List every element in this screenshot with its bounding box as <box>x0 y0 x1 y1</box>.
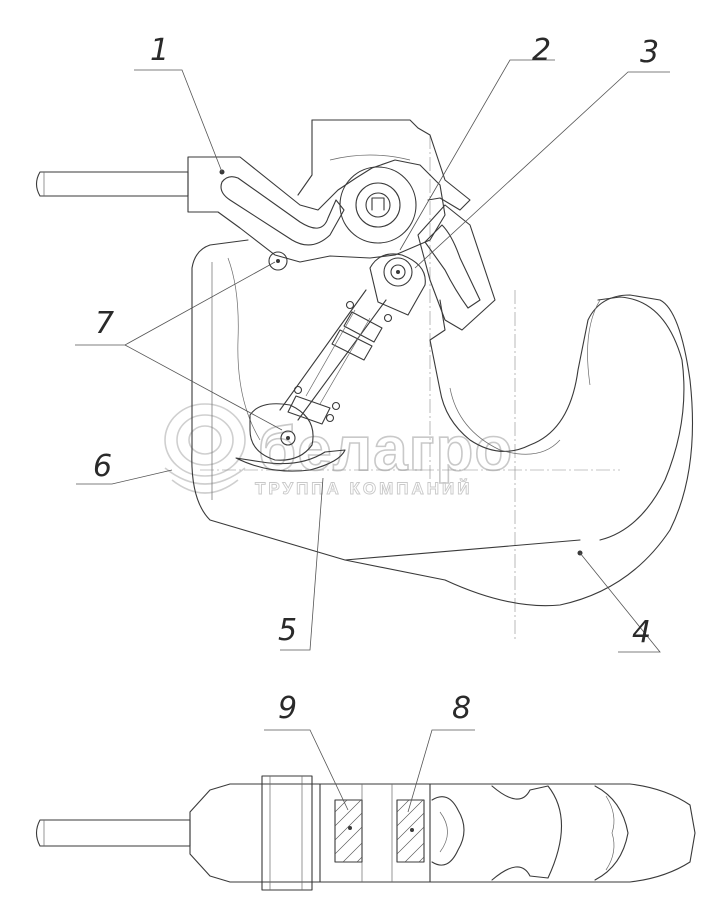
callout-8: 8 <box>452 691 471 726</box>
callout-7: 7 <box>95 306 114 341</box>
leader-lines <box>75 59 670 653</box>
latch-part-3 <box>417 204 496 331</box>
bushing-part-9 <box>334 799 363 863</box>
lever-part-1 <box>187 156 446 263</box>
front-view: 1 2 3 4 5 6 7 <box>35 33 694 653</box>
callout-5: 5 <box>278 613 297 648</box>
body-part-6 <box>191 239 694 607</box>
callout-2: 2 <box>532 33 551 68</box>
watermark-brand: белагро <box>258 415 513 484</box>
watermark: белагро ТРУППА КОМПАНИЙ <box>164 403 513 498</box>
watermark-subtitle: ТРУППА КОМПАНИЙ <box>255 479 472 498</box>
section-view: 9 8 <box>35 691 696 891</box>
upper-housing <box>297 119 471 211</box>
pin-shaft <box>35 171 189 197</box>
hook-part-4 <box>449 296 685 556</box>
callout-3: 3 <box>640 35 659 70</box>
callout-4: 4 <box>632 615 651 650</box>
link-upper-pivot <box>369 253 426 316</box>
lock-part-5 <box>235 251 346 472</box>
pivot-part-2 <box>339 166 417 244</box>
callout-6: 6 <box>93 449 112 484</box>
callout-9: 9 <box>278 691 297 726</box>
spring-rod <box>279 289 393 425</box>
callout-1: 1 <box>150 33 169 68</box>
bushing-part-8 <box>396 799 425 863</box>
watermark-logo-icon <box>164 403 246 494</box>
